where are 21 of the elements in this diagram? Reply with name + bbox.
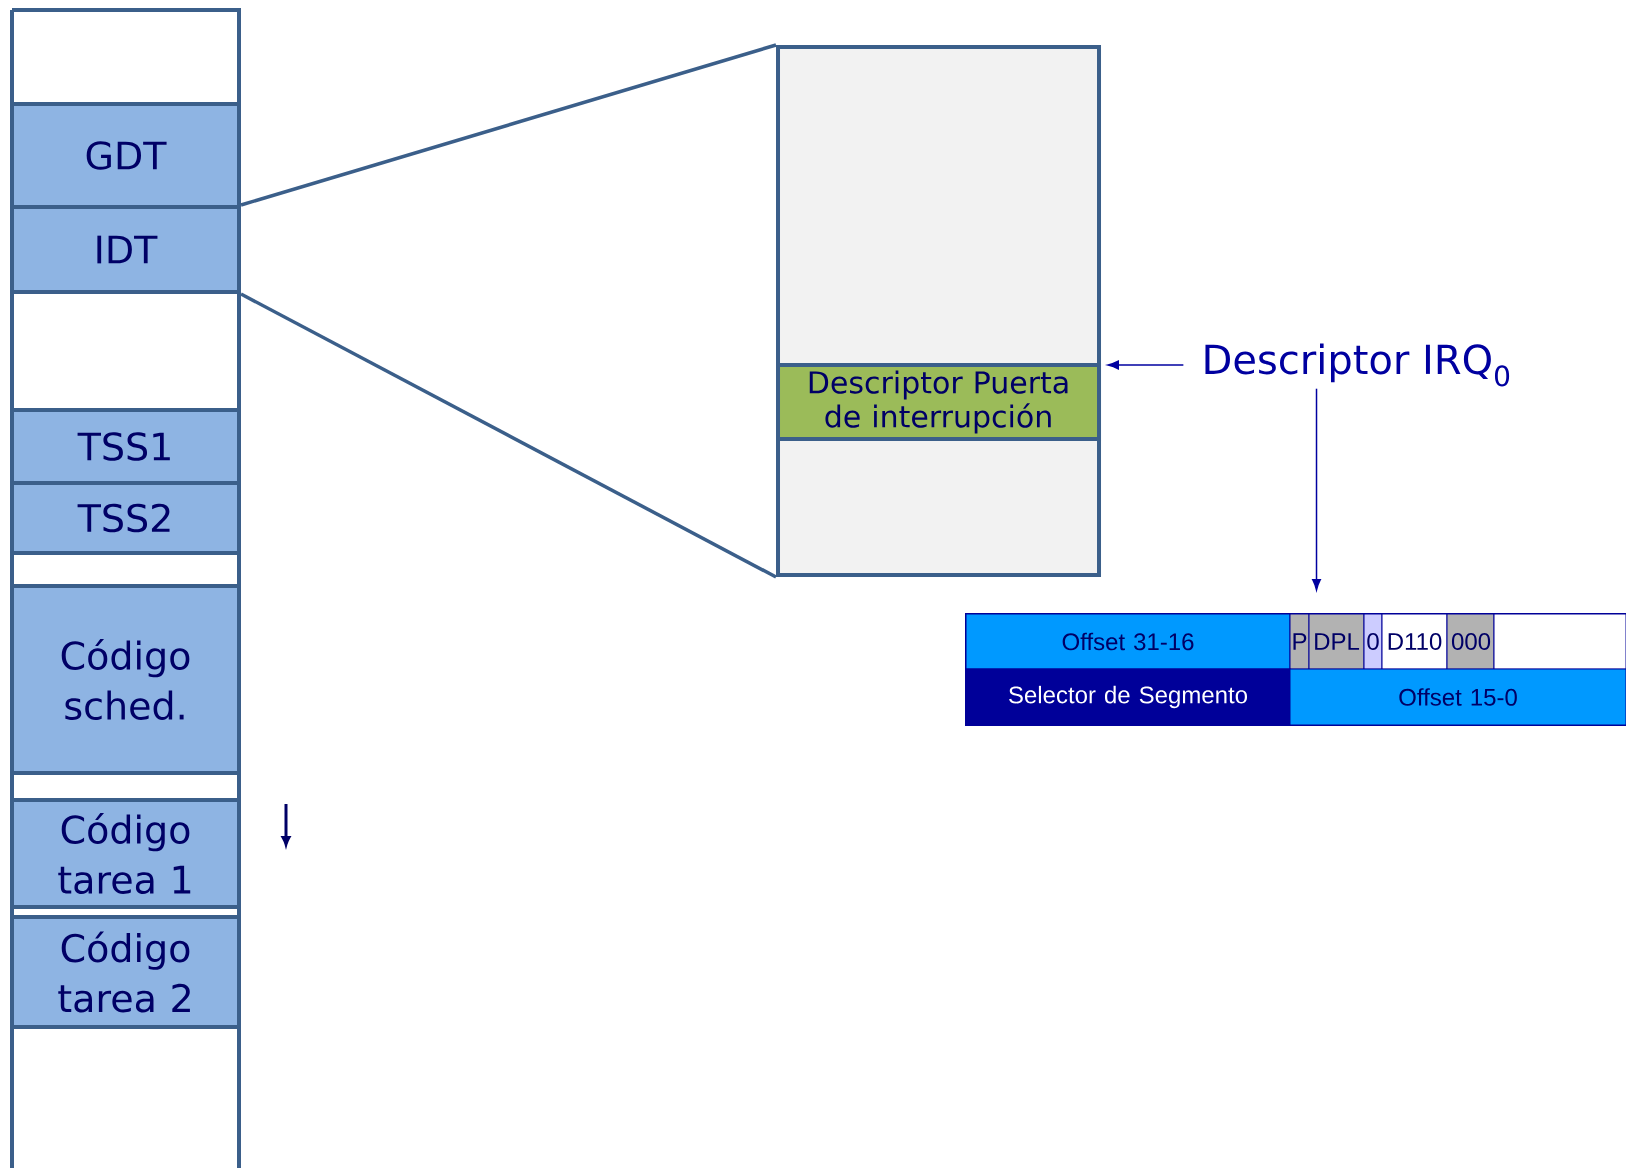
memory-block: IDT	[10, 205, 241, 294]
memory-block: Código tarea 2	[10, 915, 241, 1029]
arrow	[1107, 360, 1185, 370]
bit-field: Selector de Segmento	[965, 668, 1291, 726]
memory-block: Código tarea 1	[10, 798, 241, 909]
memory-block: TSS1	[10, 408, 241, 485]
bit-field: D110	[1381, 613, 1448, 670]
bit-field: Offset 31-16	[965, 613, 1291, 670]
bit-field: Offset 15-0	[1289, 668, 1626, 726]
descriptor-label: Descriptor IRQ$_{0}$	[1205, 343, 1510, 387]
bit-field: P	[1289, 613, 1310, 670]
zoom-line	[240, 292, 777, 579]
bit-field: 000	[1446, 613, 1495, 670]
memory-block: TSS2	[10, 481, 241, 555]
zoom-line	[240, 43, 777, 207]
bit-field: 0	[1363, 613, 1383, 670]
memory-block: Código sched.	[10, 584, 241, 775]
bit-field	[1493, 613, 1626, 670]
descriptor-band: Descriptor Puerta de interrupción	[776, 363, 1101, 441]
arrow	[1312, 387, 1321, 591]
memory-block: GDT	[10, 102, 241, 209]
